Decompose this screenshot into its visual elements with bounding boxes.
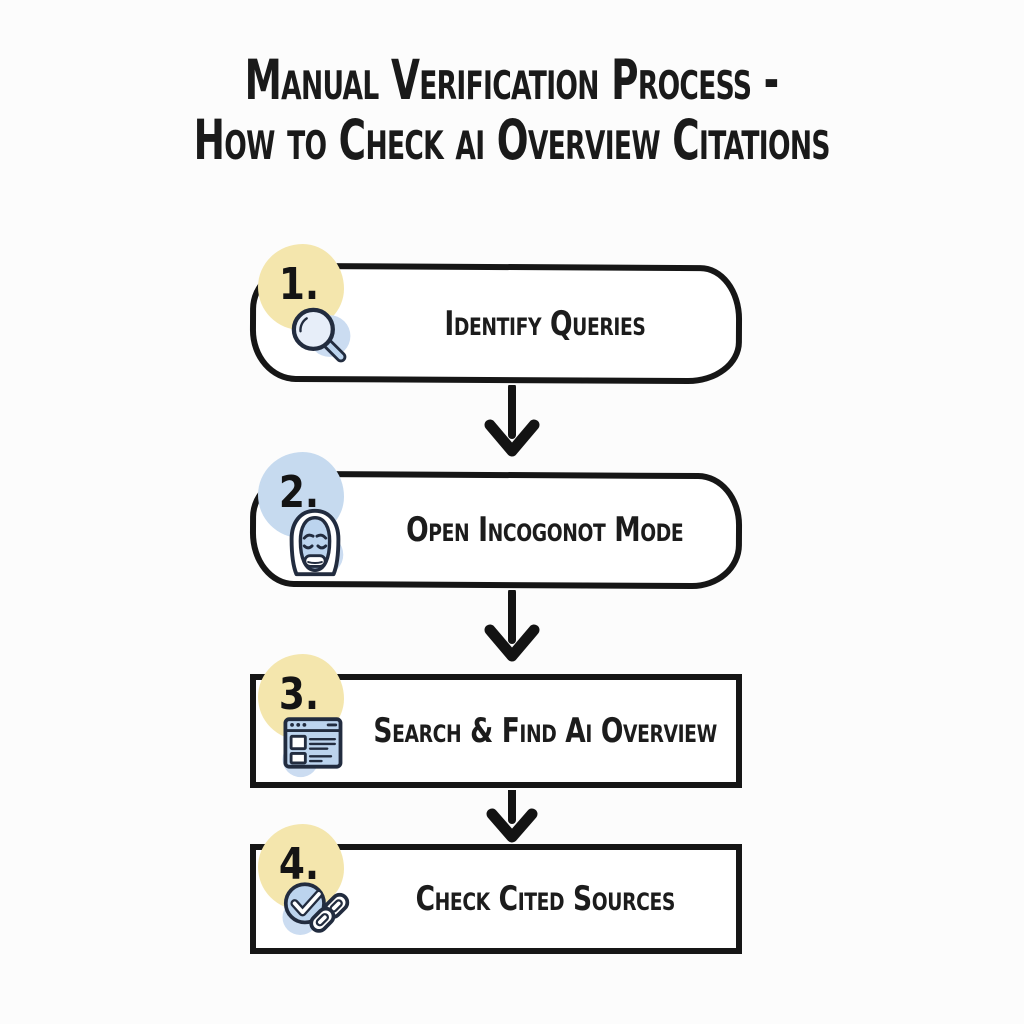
browser-window-icon	[274, 704, 350, 780]
flow-arrow	[477, 383, 547, 467]
page-title-line-1: Manual Verification Process -	[245, 48, 780, 112]
step-number: 1.	[279, 259, 320, 310]
step-4: 4. Check Cited Sources	[250, 824, 742, 954]
flow-arrow	[477, 786, 547, 851]
step-label: Check Cited Sources	[415, 879, 675, 919]
page-title-line-2: How to Check ai Overview Citations	[193, 108, 831, 172]
incognito-face-icon	[276, 504, 354, 582]
page-title: Manual Verification Process - How to Che…	[0, 50, 1024, 170]
step-label: Search & Find Ai Overview	[373, 711, 717, 751]
step-1: 1. Identify Queries	[249, 244, 743, 385]
flow-arrow	[477, 588, 547, 672]
step-number: 2.	[279, 467, 320, 518]
step-number: 4.	[279, 839, 320, 890]
magnifier-icon	[282, 298, 358, 374]
step-3: 3. Search & Find Ai Overview	[250, 654, 742, 788]
step-number: 3.	[279, 669, 320, 720]
step-2: 2. Open Incogonot Mode	[249, 452, 743, 590]
step-label: Open Incogonot Mode	[406, 510, 684, 550]
step-label: Identify Queries	[444, 303, 646, 344]
step-number-badge: 4.	[258, 824, 344, 910]
check-link-icon	[276, 870, 358, 946]
